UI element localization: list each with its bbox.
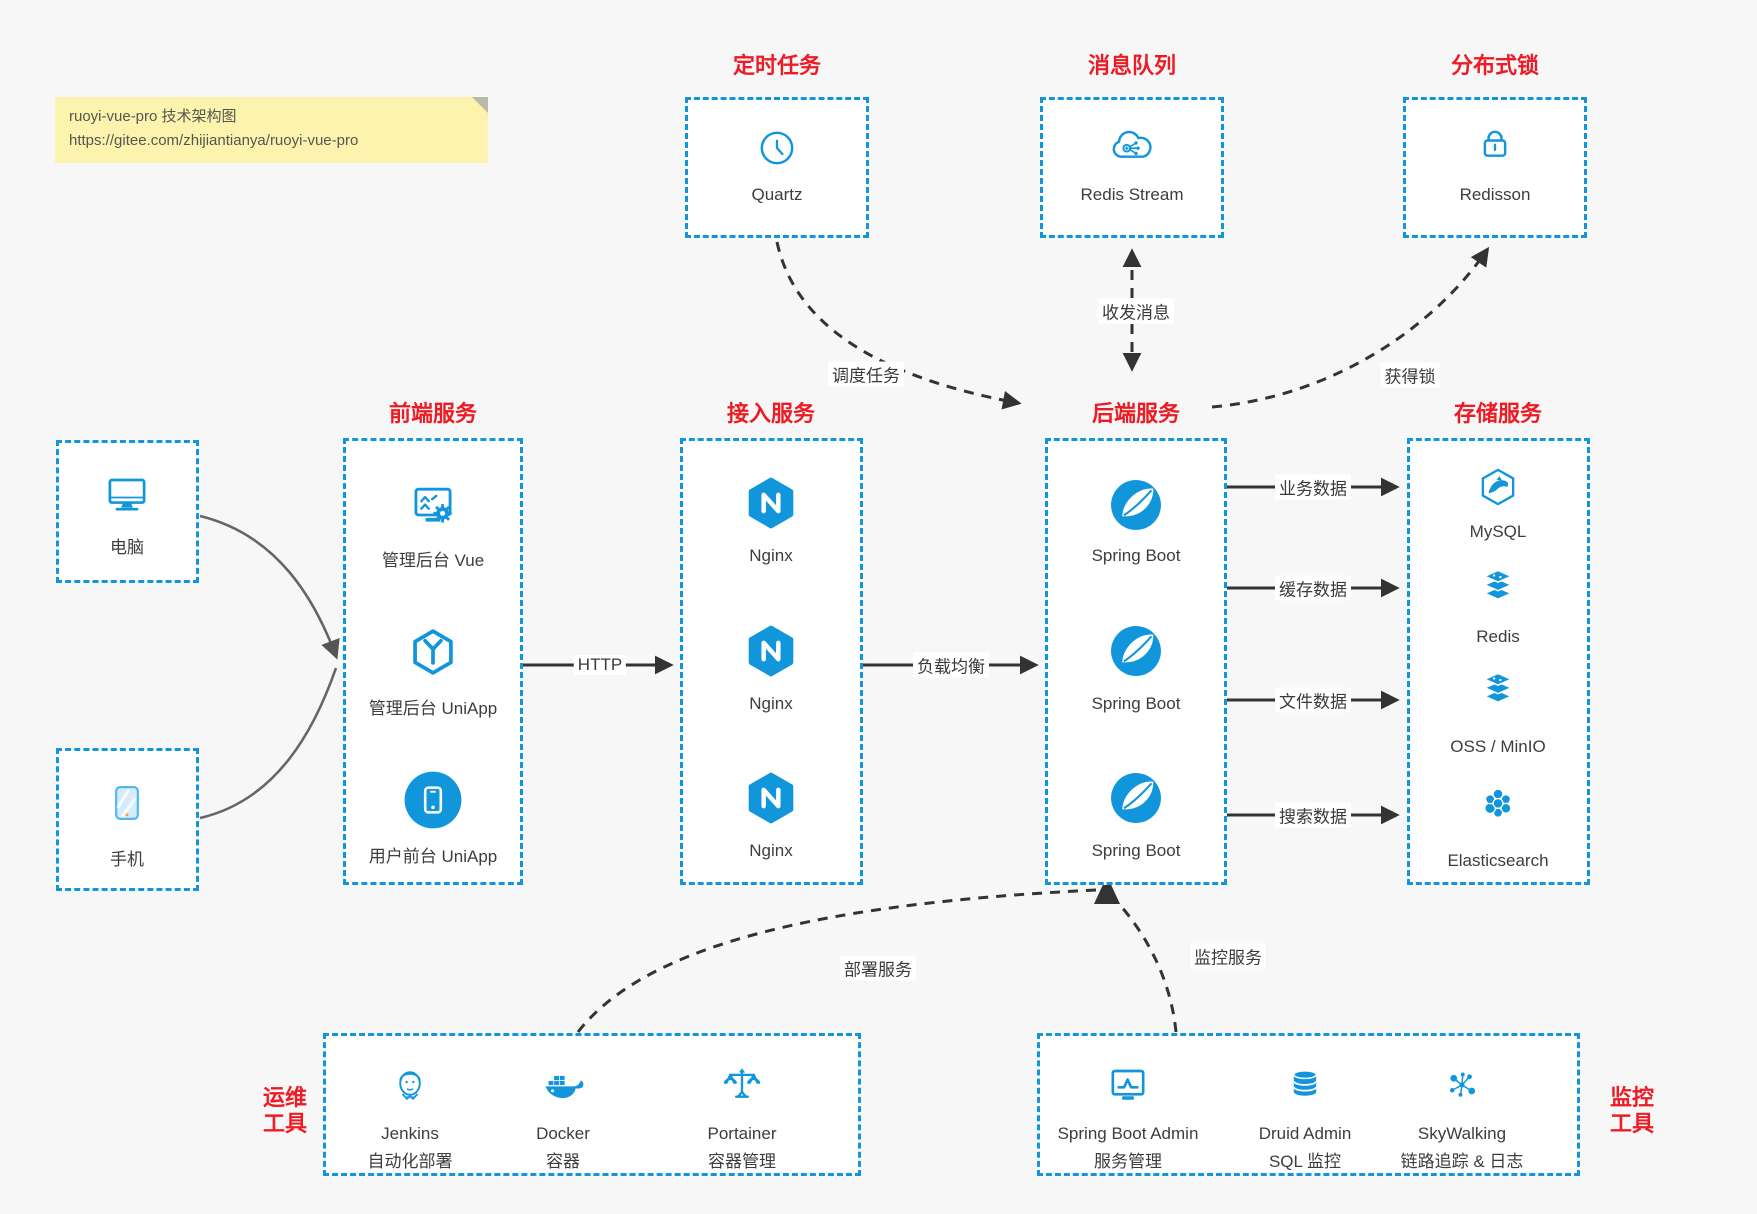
nginx-icon xyxy=(740,472,802,534)
client-to-frontend-arrows xyxy=(199,514,340,820)
jenkins-name: Jenkins xyxy=(381,1124,439,1143)
monitoring-tools-box xyxy=(1037,1033,1580,1176)
jenkins-desc: 自动化部署 xyxy=(367,1152,453,1171)
ops-tools-box xyxy=(323,1033,861,1176)
column-title-frontend: 前端服务 xyxy=(388,401,478,426)
message-flow-label: 收发消息 xyxy=(1098,298,1174,324)
nginx-icon xyxy=(740,767,802,829)
cache-data-flow-label: 缓存数据 xyxy=(1275,575,1351,601)
spring-boot-label-1: Spring Boot xyxy=(1091,546,1181,565)
sticky-note: ruoyi-vue-pro 技术架构图 https://gitee.com/zh… xyxy=(55,97,488,163)
column-title-backend: 后端服务 xyxy=(1091,401,1181,426)
ops-tools-label-line1: 运维 xyxy=(262,1085,308,1110)
solid-flow-arrows xyxy=(523,477,1400,825)
redis-stream-label: Redis Stream xyxy=(1080,185,1184,204)
skywalking-name: SkyWalking xyxy=(1417,1124,1507,1143)
nginx-icon xyxy=(740,620,802,682)
elasticsearch-label: Elasticsearch xyxy=(1447,851,1549,870)
column-title-storage: 存储服务 xyxy=(1453,401,1543,426)
group-title-message-queue: 消息队列 xyxy=(1087,53,1177,78)
phone-icon xyxy=(101,777,153,829)
spring-boot-admin-desc: 服务管理 xyxy=(1094,1152,1162,1171)
spring-icon xyxy=(1105,474,1167,536)
redis-stream-box xyxy=(1040,97,1224,238)
druid-desc: SQL 监控 xyxy=(1268,1152,1342,1171)
skywalking-icon xyxy=(1435,1058,1489,1112)
user-uniapp-label: 用户前台 UniApp xyxy=(368,847,498,866)
group-title-distributed-lock: 分布式锁 xyxy=(1450,53,1540,78)
spring-boot-label-3: Spring Boot xyxy=(1091,841,1181,860)
elasticsearch-icon xyxy=(1471,776,1525,830)
spring-boot-admin-icon xyxy=(1100,1057,1156,1113)
note-title: ruoyi-vue-pro 技术架构图 xyxy=(69,108,237,125)
admin-vue-label: 管理后台 Vue xyxy=(381,551,485,570)
docker-name: Docker xyxy=(536,1124,590,1143)
mobile-client-label: 手机 xyxy=(110,850,144,869)
nginx-label-1: Nginx xyxy=(749,546,793,565)
clock-icon xyxy=(751,122,803,174)
oss-minio-label: OSS / MinIO xyxy=(1450,737,1546,756)
column-title-gateway: 接入服务 xyxy=(726,401,816,426)
skywalking-desc: 链路追踪 & 日志 xyxy=(1400,1152,1524,1171)
ops-tools-label-line2: 工具 xyxy=(262,1111,308,1136)
note-url: https://gitee.com/zhijiantianya/ruoyi-vu… xyxy=(69,132,359,149)
nginx-label-2: Nginx xyxy=(749,694,793,713)
spring-boot-admin-name: Spring Boot Admin xyxy=(1057,1124,1199,1143)
admin-vue-icon xyxy=(403,475,463,535)
redis-stack-icon xyxy=(1470,558,1526,614)
docker-desc: 容器 xyxy=(546,1152,580,1171)
lock-flow-label: 获得锁 xyxy=(1380,362,1440,388)
schedule-flow-label: 调度任务 xyxy=(828,361,904,387)
quartz-box xyxy=(685,97,869,238)
portainer-icon xyxy=(714,1057,770,1113)
monitor-flow-label: 监控服务 xyxy=(1190,943,1266,969)
file-data-flow-label: 文件数据 xyxy=(1275,687,1351,713)
admin-uniapp-label: 管理后台 UniApp xyxy=(368,699,498,718)
mysql-label: MySQL xyxy=(1469,522,1527,541)
monitoring-tools-label-line1: 监控 xyxy=(1609,1085,1655,1110)
spring-boot-label-2: Spring Boot xyxy=(1091,694,1181,713)
pc-client-label: 电脑 xyxy=(110,538,144,557)
desktop-icon xyxy=(99,466,155,522)
druid-icon xyxy=(1279,1058,1331,1110)
portainer-desc: 容器管理 xyxy=(708,1152,776,1171)
jenkins-icon xyxy=(383,1058,437,1112)
docker-icon xyxy=(534,1059,592,1117)
cloud-share-icon xyxy=(1103,118,1161,176)
user-app-icon xyxy=(400,767,466,833)
http-flow-label: HTTP xyxy=(573,655,627,675)
redisson-label: Redisson xyxy=(1459,185,1531,204)
monitoring-tools-label-line2: 工具 xyxy=(1609,1111,1655,1136)
business-data-flow-label: 业务数据 xyxy=(1275,474,1351,500)
search-data-flow-label: 搜索数据 xyxy=(1275,802,1351,828)
redis-label: Redis xyxy=(1476,627,1520,646)
druid-name: Druid Admin xyxy=(1258,1124,1352,1143)
deploy-monitor-arrowhead xyxy=(1094,876,1120,904)
mysql-icon xyxy=(1470,459,1526,515)
spring-icon xyxy=(1105,767,1167,829)
lock-icon xyxy=(1469,121,1521,173)
nginx-label-3: Nginx xyxy=(749,841,793,860)
oss-stack-icon xyxy=(1470,661,1526,717)
deploy-flow-label: 部署服务 xyxy=(840,955,916,981)
redisson-box xyxy=(1403,97,1587,238)
quartz-label: Quartz xyxy=(751,185,803,204)
pc-client-box xyxy=(56,440,199,583)
group-title-scheduled-tasks: 定时任务 xyxy=(732,53,822,78)
spring-icon xyxy=(1105,620,1167,682)
load-balance-flow-label: 负载均衡 xyxy=(913,652,989,678)
portainer-name: Portainer xyxy=(707,1124,777,1143)
uniapp-cube-icon xyxy=(403,622,463,682)
